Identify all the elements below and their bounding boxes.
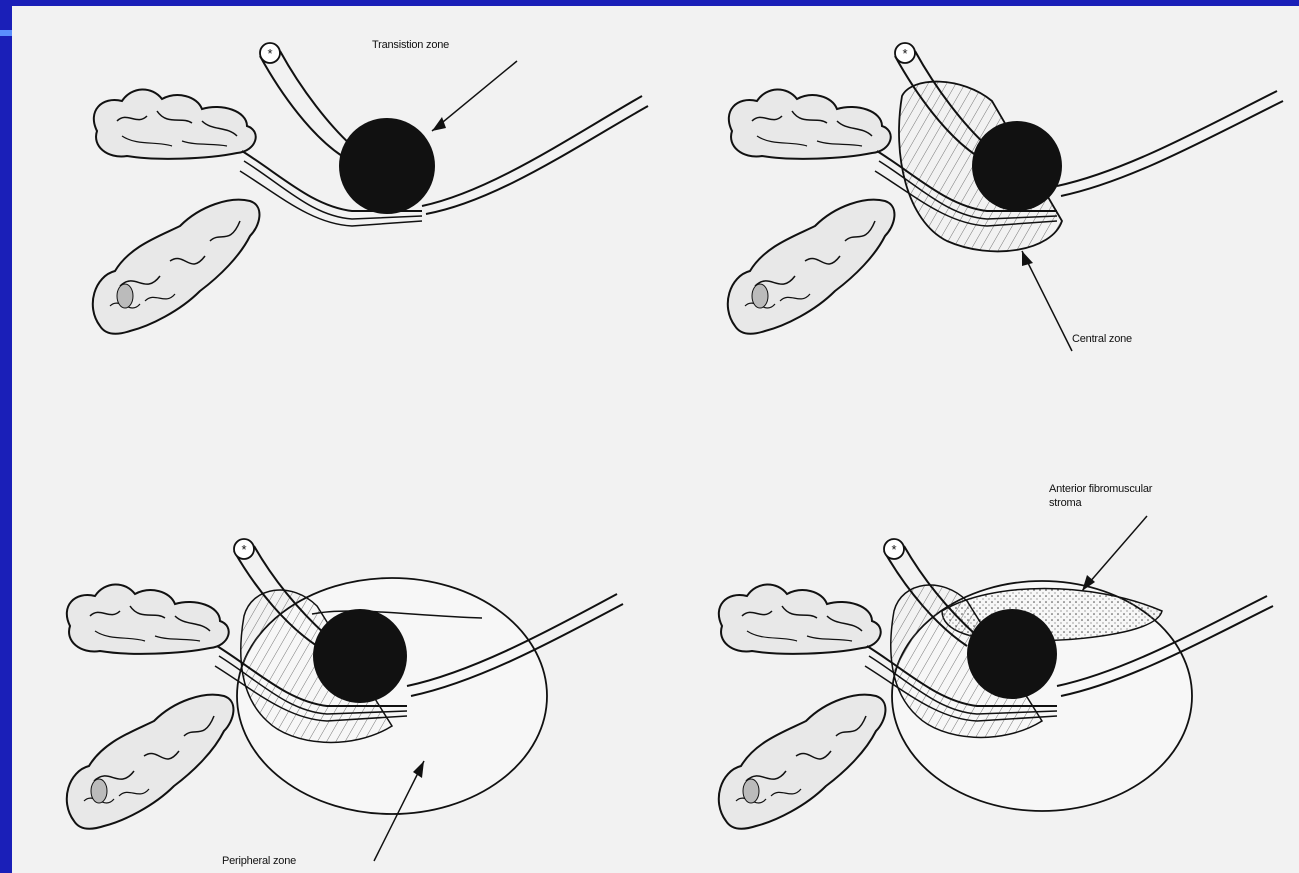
label-anterior-line-1: Anterior fibromuscular (1049, 482, 1229, 496)
label-transition-zone: Transistion zone (372, 38, 449, 52)
label-central-zone: Central zone (1072, 332, 1132, 346)
panel-central-zone: * (728, 43, 1283, 351)
label-anterior-fibromuscular-stroma: Anterior fibromuscular stroma (1049, 482, 1229, 510)
diagram-canvas: * * (12, 6, 1299, 873)
svg-text:*: * (891, 542, 896, 557)
svg-text:*: * (241, 542, 246, 557)
panel-transition-zone: * (93, 43, 648, 334)
svg-text:*: * (902, 46, 907, 61)
label-peripheral-zone: Peripheral zone (222, 854, 296, 868)
svg-text:*: * (267, 46, 272, 61)
panel-peripheral-zone: * (67, 539, 623, 861)
label-anterior-line-2: stroma (1049, 496, 1229, 510)
prostate-zones-figure: * * (12, 6, 1299, 873)
panel-anterior-fibromuscular-stroma: * (719, 516, 1273, 829)
